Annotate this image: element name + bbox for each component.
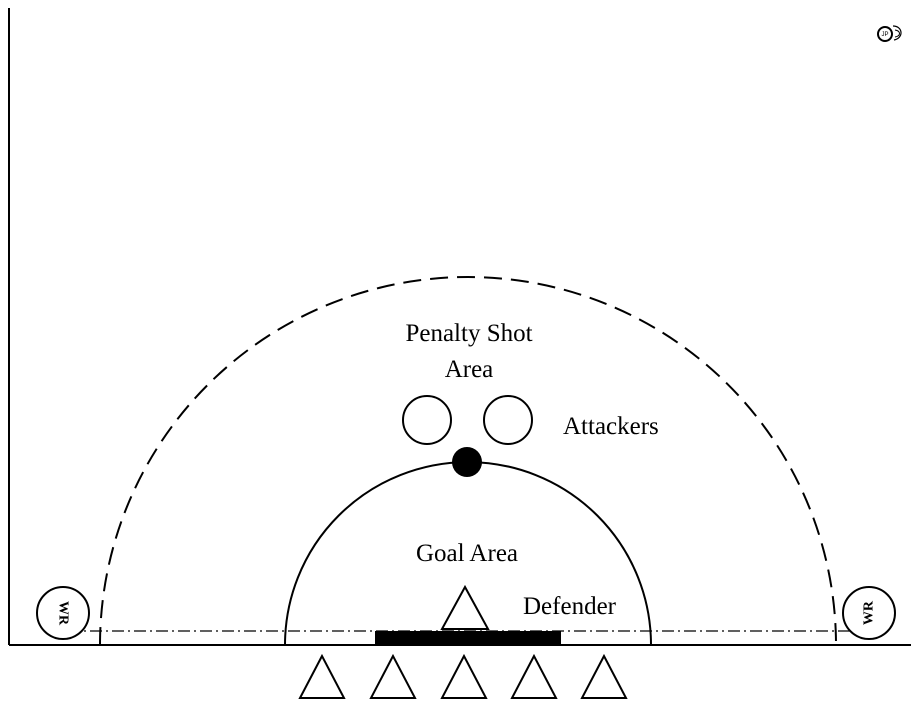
goal-bar [375, 631, 561, 645]
wr-circle-left [36, 586, 90, 640]
logo-text: JP [881, 32, 888, 38]
ball-marker [452, 447, 482, 477]
defender-triangle [440, 584, 490, 630]
attacker-circle-right [483, 395, 533, 445]
waiting-player-triangle [580, 653, 628, 699]
attacker-circle-left [402, 395, 452, 445]
attackers-label: Attackers [563, 413, 659, 440]
defender-label: Defender [523, 593, 617, 620]
penalty-shot-area-arc [99, 276, 837, 646]
waiting-player-triangle [440, 653, 488, 699]
wr-label-right: WR [862, 600, 877, 625]
goal-area-label: Goal Area [416, 540, 518, 567]
logo-icon [877, 26, 893, 42]
waiting-player-triangle [369, 653, 417, 699]
logo-swoosh-icon [892, 25, 902, 41]
wr-label-left: WR [56, 601, 71, 626]
waiting-player-triangle [298, 653, 346, 699]
wr-circle-right [842, 586, 896, 640]
waiting-player-triangle [510, 653, 558, 699]
logo: JP [877, 25, 902, 42]
penalty-shot-area-label-line2: Area [445, 356, 494, 383]
penalty-shot-area-label-line1: Penalty Shot [405, 320, 532, 347]
